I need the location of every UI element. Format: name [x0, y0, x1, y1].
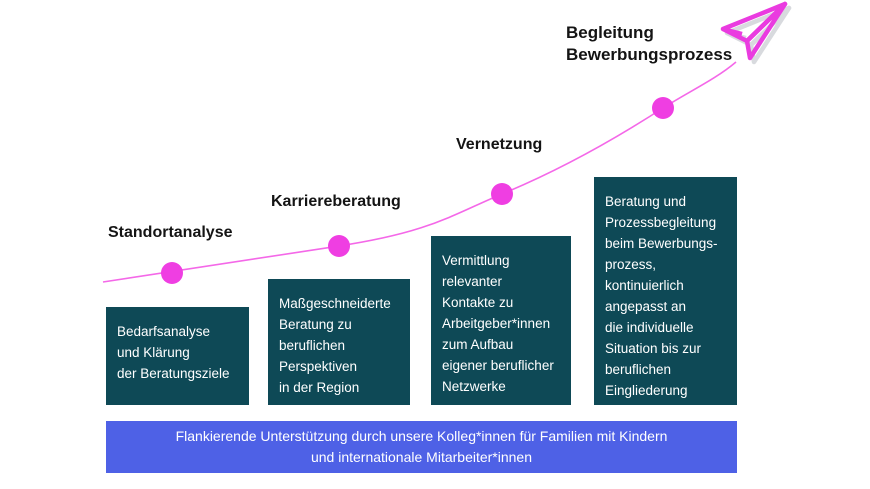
paper-plane-icon [720, 1, 792, 65]
description-box-vernetzung: Vermittlung relevanter Kontakte zu Arbei… [431, 236, 571, 405]
description-box-standortanalyse: Bedarfsanalyse und Klärung der Beratungs… [106, 307, 249, 405]
milestone-label-vernetzung: Vernetzung [456, 136, 543, 153]
milestone-label-standortanalyse: Standortanalyse [108, 224, 233, 241]
milestone-dot-standortanalyse [161, 262, 183, 284]
milestone-dot-karriereberatung [328, 235, 350, 257]
milestone-dot-begleitung [652, 97, 674, 119]
support-banner: Flankierende Unterstützung durch unsere … [106, 421, 737, 473]
description-box-karriereberatung: Maßgeschneiderte Beratung zu beruflichen… [268, 279, 410, 405]
milestone-dot-vernetzung [491, 183, 513, 205]
milestone-label-begleitung: Begleitung Bewerbungsprozess [566, 23, 733, 64]
description-box-begleitung: Beratung und Prozessbegleitung beim Bewe… [594, 177, 737, 405]
milestone-label-karriereberatung: Karriereberatung [271, 193, 401, 210]
